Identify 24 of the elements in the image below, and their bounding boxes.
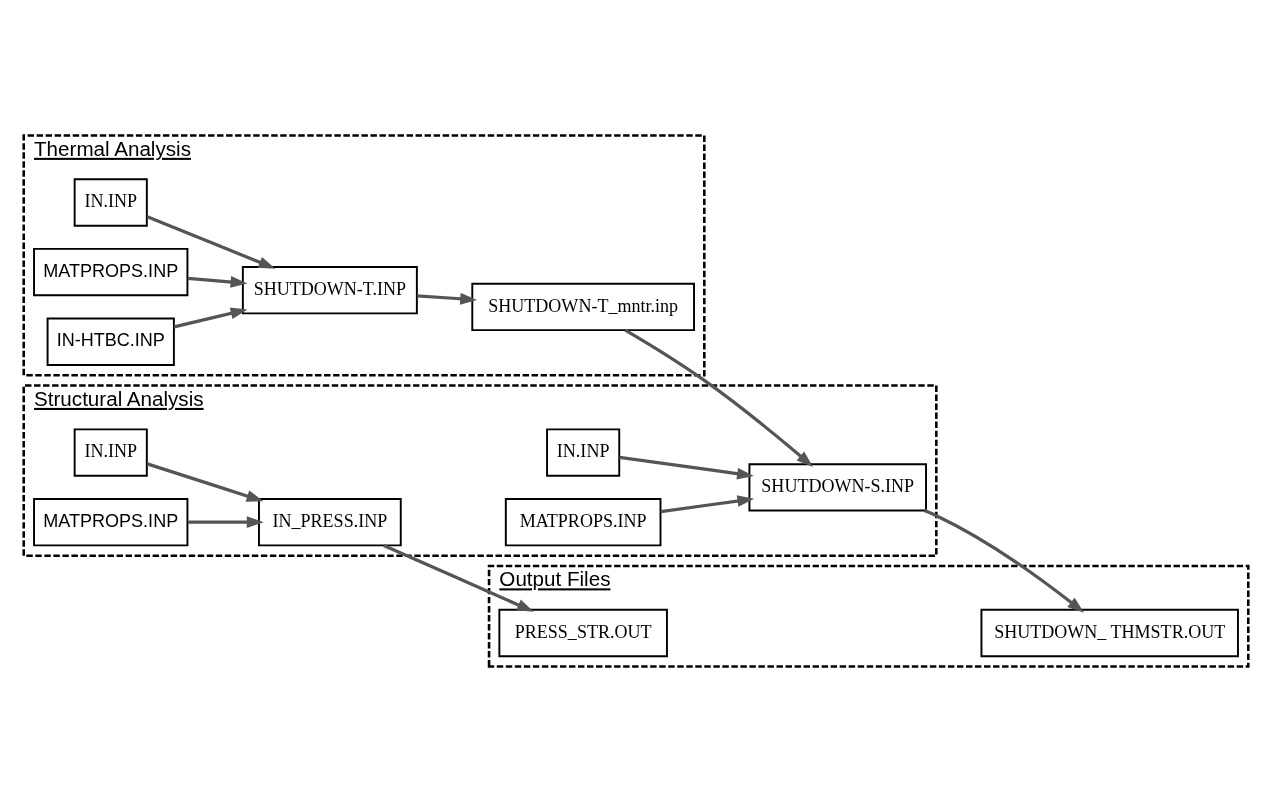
arrow — [383, 543, 534, 612]
node-box: SHUTDOWN-S.INP — [748, 462, 927, 512]
node-box: IN-HTBC.INP — [46, 317, 175, 366]
arrow — [619, 455, 754, 479]
node-box: IN.INP — [73, 427, 148, 477]
node-box: IN.INP — [546, 427, 621, 477]
node-box: MATPROPS.INP — [33, 497, 189, 546]
arrow — [173, 307, 248, 328]
node-box: MATPROPS.INP — [33, 247, 189, 296]
arrow — [187, 515, 264, 528]
arrow — [923, 508, 1085, 613]
node-box: MATPROPS.INP — [504, 497, 662, 546]
node-box: IN_PRESS.INP — [258, 497, 402, 546]
node-box: SHUTDOWN_ THMSTR.OUT — [980, 608, 1239, 657]
arrow — [146, 461, 264, 502]
arrow — [416, 292, 477, 305]
arrow — [187, 275, 248, 288]
arrow — [660, 494, 755, 513]
arrow — [624, 328, 814, 467]
node-box: IN.INP — [73, 177, 148, 227]
node-box: SHUTDOWN-T.INP — [241, 265, 418, 314]
node-box: SHUTDOWN-T_mntr.inp — [471, 282, 695, 331]
node-box: PRESS_STR.OUT — [498, 608, 668, 657]
arrow — [146, 214, 276, 269]
